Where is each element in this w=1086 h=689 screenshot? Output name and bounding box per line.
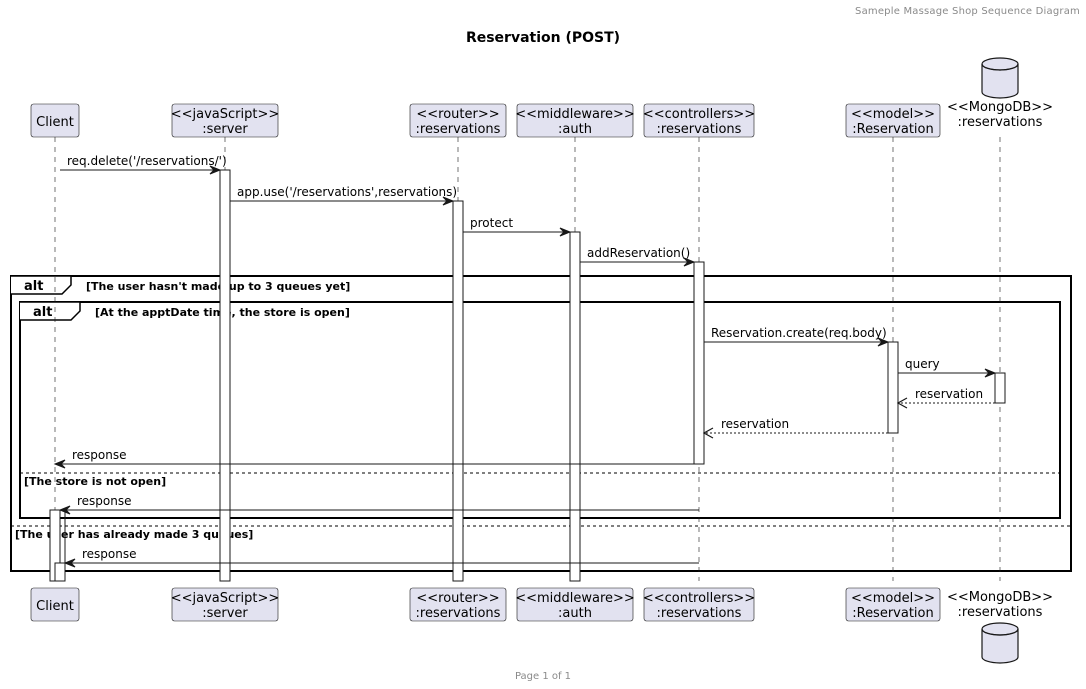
page-footer: Page 1 of 1 (514, 671, 572, 682)
message-1-label: req.delete('/reservations/') (67, 154, 227, 168)
message-8-arrowhead (702, 427, 714, 439)
participant-auth-box (516, 587, 634, 622)
participant-auth-box (516, 103, 634, 138)
message-7-label: reservation (915, 387, 983, 401)
alt-keyword: alt (24, 279, 43, 294)
alt-fragment-frame (10, 275, 1072, 572)
message-4-label: addReservation() (587, 246, 690, 260)
participant-model-label: :Reservation (852, 122, 934, 137)
participant-client-label: Client (36, 599, 74, 614)
participant-db-stereotype: <<MongoDB>> (947, 100, 1053, 115)
message-7-arrowhead (896, 397, 908, 409)
activation-bar (994, 372, 1006, 404)
participant-server-box (171, 103, 279, 138)
else-guard: [The user has already made 3 queues] (15, 528, 253, 541)
message-1-arrowhead (209, 165, 222, 175)
participant-controllers-box (643, 587, 755, 622)
participant-db-label: :reservations (958, 115, 1043, 130)
participant-db-stereotype: <<MongoDB>> (947, 590, 1053, 605)
alt-fragment-tab (20, 301, 81, 321)
participant-router-label: :reservations (416, 606, 501, 621)
participant-controllers-stereotype: <<controllers>> (643, 591, 755, 606)
activation-bar (54, 562, 66, 582)
activation-bar (569, 231, 581, 582)
participant-controllers-box (643, 103, 755, 138)
participant-db-label: :reservations (958, 605, 1043, 620)
participant-router-box (409, 587, 507, 622)
participant-server-label: :server (202, 606, 248, 621)
participant-client-box (30, 103, 80, 138)
message-8-label: reservation (721, 417, 789, 431)
alt-fragment-tab (11, 275, 72, 295)
participant-model-stereotype: <<model>> (851, 591, 935, 606)
diagram-title: Reservation (POST) (465, 30, 621, 46)
message-6-arrowhead (984, 368, 997, 378)
message-3-label: protect (470, 216, 513, 230)
activation-bar (452, 200, 464, 582)
diagram-header: Sameple Massage Shop Sequence Diagram (855, 6, 1080, 17)
participant-server-label: :server (202, 122, 248, 137)
participant-client-label: Client (36, 115, 74, 130)
message-5-label: Reservation.create(req.body) (711, 326, 887, 340)
participant-controllers-label: :reservations (657, 606, 742, 621)
alt-fragment-frame (19, 301, 1061, 519)
message-9-label: response (72, 448, 127, 462)
message-2-label: app.use('/reservations',reservations) (237, 185, 457, 199)
database-icon-rim (981, 63, 1019, 71)
message-11-arrowhead (63, 558, 76, 568)
participant-auth-stereotype: <<middleware>> (515, 591, 635, 606)
participant-model-box (845, 587, 941, 622)
participant-auth-label: :auth (558, 606, 592, 621)
participant-server-box (171, 587, 279, 622)
participant-model-label: :Reservation (852, 606, 934, 621)
message-11-label: response (82, 547, 137, 561)
alt-keyword: alt (33, 305, 52, 320)
message-10-label: response (77, 494, 132, 508)
participant-router-stereotype: <<router>> (416, 107, 499, 122)
message-4-arrowhead (683, 257, 696, 267)
database-icon-rim (981, 628, 1019, 636)
message-6-label: query (905, 357, 940, 371)
participant-model-box (845, 103, 941, 138)
participant-auth-stereotype: <<middleware>> (515, 107, 635, 122)
message-10-arrowhead (58, 505, 71, 515)
participant-client-box (30, 587, 80, 622)
activation-bar (693, 261, 705, 465)
participant-server-stereotype: <<javaScript>> (171, 107, 280, 122)
participant-router-label: :reservations (416, 122, 501, 137)
message-2-arrowhead (442, 196, 455, 206)
participant-router-box (409, 103, 507, 138)
participant-controllers-label: :reservations (657, 122, 742, 137)
message-5-arrowhead (877, 337, 890, 347)
participant-controllers-stereotype: <<controllers>> (643, 107, 755, 122)
activation-bar (219, 169, 231, 582)
database-icon (981, 57, 1019, 99)
alt-guard: [The user hasn't made up to 3 queues yet… (86, 280, 350, 293)
participant-router-stereotype: <<router>> (416, 591, 499, 606)
participant-model-stereotype: <<model>> (851, 107, 935, 122)
else-guard: [The store is not open] (24, 475, 166, 488)
message-9-arrowhead (53, 459, 66, 469)
message-3-arrowhead (559, 227, 572, 237)
participant-server-stereotype: <<javaScript>> (171, 591, 280, 606)
database-icon (981, 622, 1019, 664)
activation-bar (887, 341, 899, 434)
participant-auth-label: :auth (558, 122, 592, 137)
